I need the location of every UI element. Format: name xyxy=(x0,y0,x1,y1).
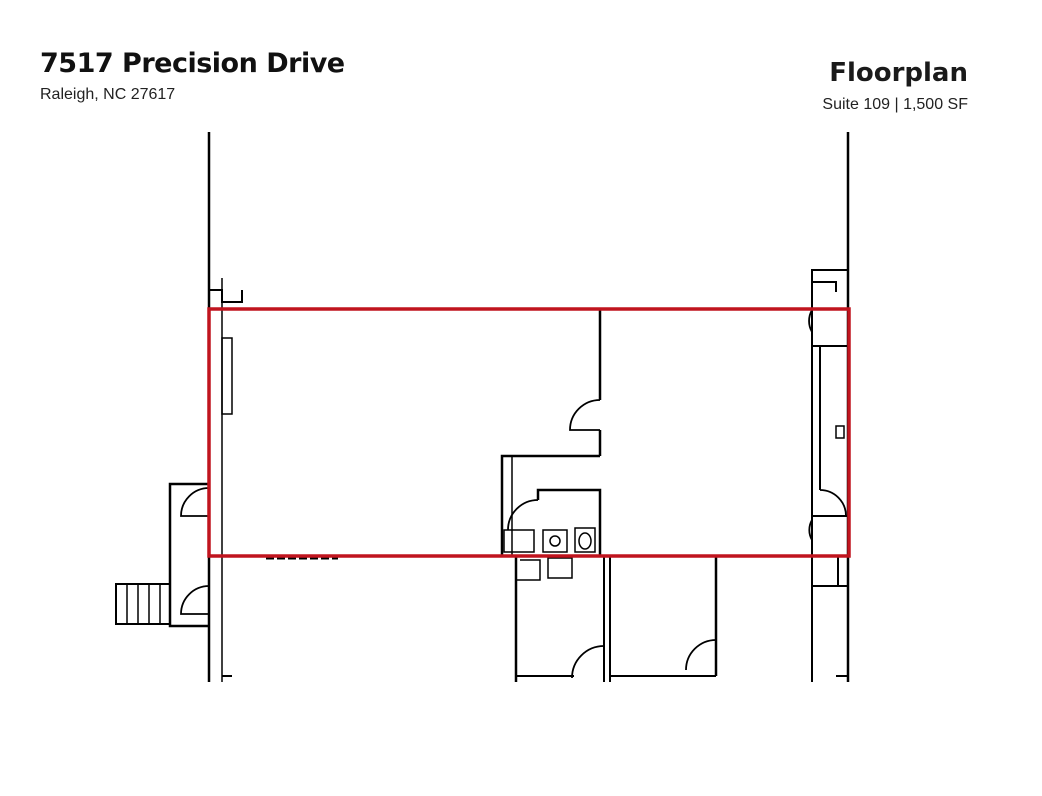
suite-info: Suite 109 | 1,500 SF xyxy=(822,96,968,113)
floorplan-title: Floorplan xyxy=(829,58,968,88)
property-city: Raleigh, NC 27617 xyxy=(40,86,176,103)
suite-highlight xyxy=(207,307,851,558)
floorplan-walls xyxy=(115,132,850,682)
door-swings xyxy=(180,309,847,679)
property-address: 7517 Precision Drive xyxy=(40,48,345,79)
